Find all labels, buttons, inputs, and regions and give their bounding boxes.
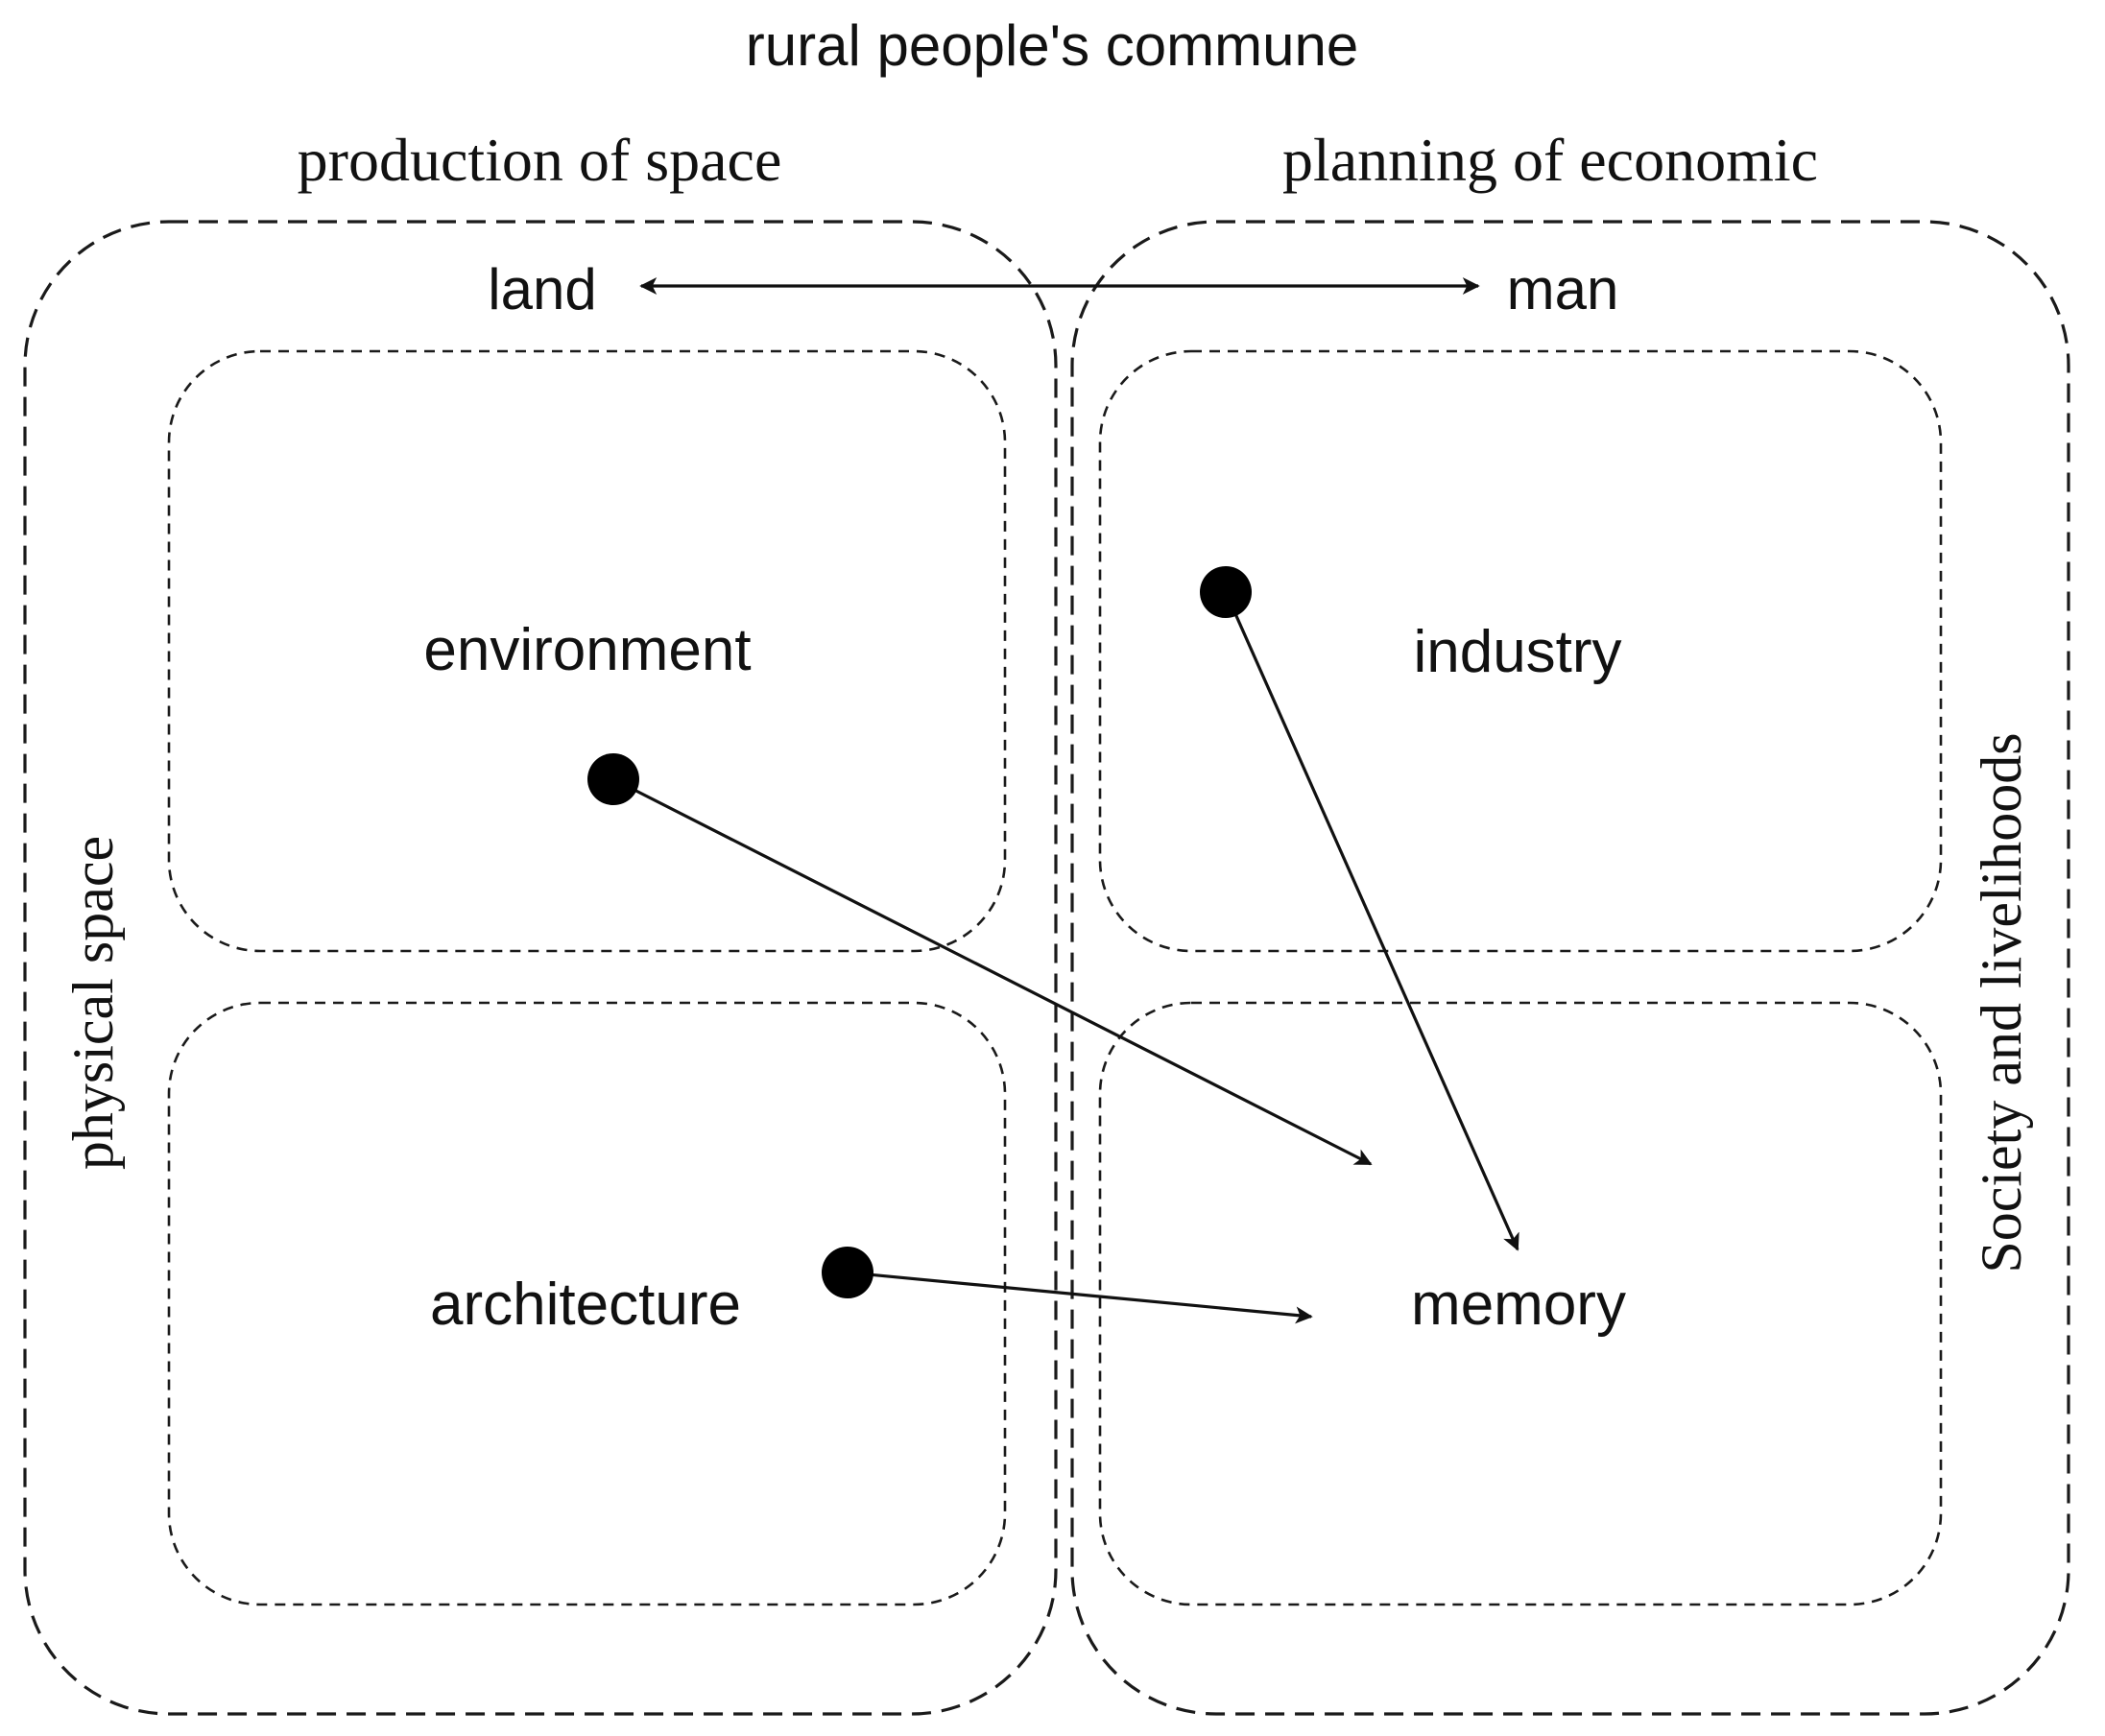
industry-node: [1200, 566, 1252, 618]
memory-box: [1098, 1001, 1943, 1606]
architecture-to-memory-arrow: [847, 1271, 1313, 1324]
right-group-heading: planning of economic: [1282, 126, 1818, 194]
man-label: man: [1507, 257, 1619, 321]
environment-label: environment: [423, 617, 751, 683]
left-group-frame: [23, 220, 1058, 1716]
diagram-title: rural people's commune: [746, 13, 1358, 78]
industry-to-memory-arrow: [1224, 591, 1519, 1251]
society-livelihoods-label: Society and livelihoods: [1970, 732, 2033, 1272]
left-group-heading: production of space: [298, 126, 782, 194]
memory-label: memory: [1411, 1272, 1626, 1338]
environment-node: [587, 753, 639, 805]
architecture-node: [822, 1247, 873, 1298]
environment-to-memory-arrow: [612, 777, 1373, 1166]
industry-label: industry: [1413, 619, 1621, 685]
environment-box: [167, 349, 1007, 953]
physical-space-label: physical space: [61, 836, 125, 1170]
right-group-frame: [1070, 220, 2070, 1716]
industry-box: [1098, 349, 1943, 953]
architecture-box: [167, 1001, 1007, 1606]
land-label: land: [488, 257, 596, 321]
architecture-label: architecture: [430, 1272, 741, 1338]
